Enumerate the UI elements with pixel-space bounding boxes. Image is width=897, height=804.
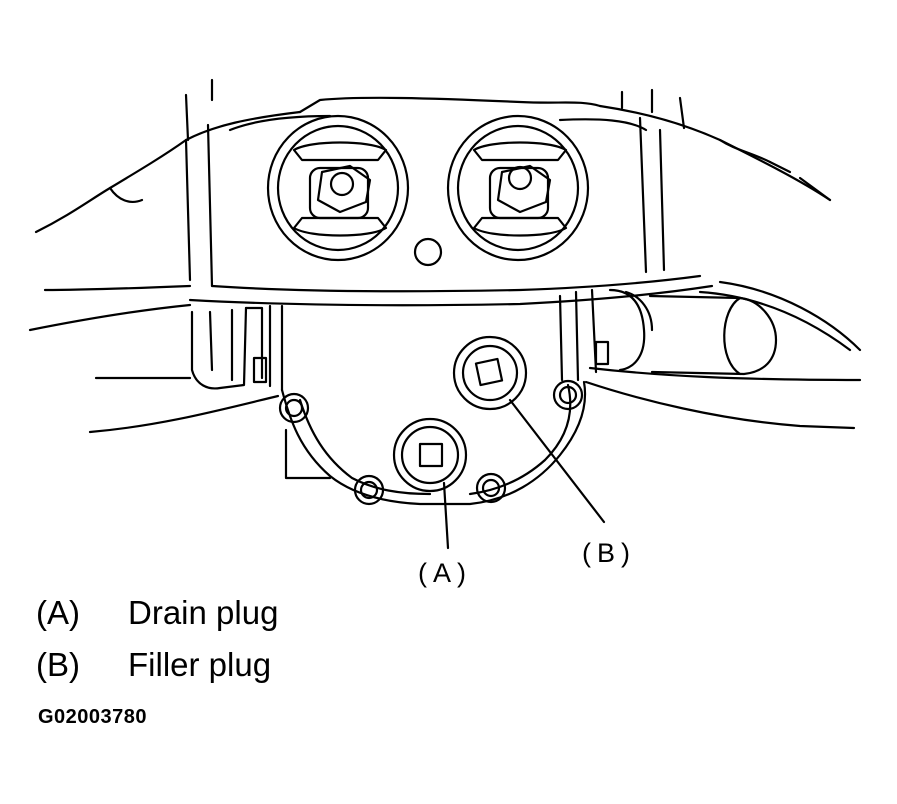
leader-line-a [442,481,450,550]
legend-label: Drain plug [128,594,279,631]
legend-key: (B) [36,646,80,683]
mount-right [446,114,590,262]
differential-cover [278,379,587,506]
legend-item-filler-plug: (B) Filler plug [36,646,271,684]
figure-code: G02003780 [38,706,148,728]
vehicle-body-outline [28,78,862,352]
axle-joint-left [88,304,284,434]
filler-plug [452,335,528,411]
legend-item-drain-plug: (A) Drain plug [36,594,278,632]
legend-key: (A) [36,594,80,631]
drain-plug [392,417,468,493]
callout-a: (A) [418,558,472,588]
crossmember-hole [413,237,443,267]
leader-line-b [508,398,606,524]
crossmember [184,114,714,307]
callout-b: (B) [582,538,636,568]
mount-left [266,114,410,262]
axle-joint-right [558,288,862,430]
legend-label: Filler plug [128,646,272,683]
